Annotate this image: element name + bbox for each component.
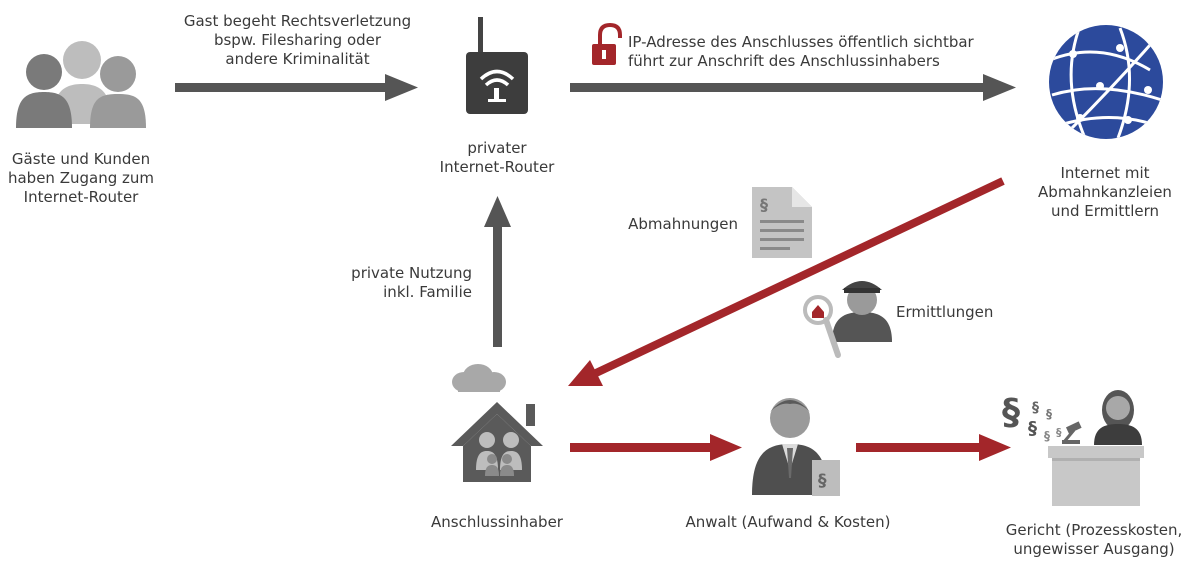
open-lock-icon xyxy=(592,22,622,65)
arrow-owner-to-router xyxy=(484,196,511,347)
owner-label: Anschlussinhaber xyxy=(431,513,563,531)
router-icon xyxy=(466,17,528,114)
lawyer-icon: § xyxy=(752,398,840,496)
svg-text:§: § xyxy=(1028,418,1037,439)
router-to-internet-label: IP-Adresse des Anschlusses öffentlich si… xyxy=(628,33,974,70)
svg-text:§: § xyxy=(1056,426,1062,439)
internet-label: Internet mit Abmahnkanzleien und Ermittl… xyxy=(1038,164,1172,220)
private-use-label: private Nutzung inkl. Familie xyxy=(351,264,472,301)
guests-label: Gäste und Kunden haben Zugang zum Intern… xyxy=(7,150,154,206)
arrow-router-to-internet xyxy=(570,74,1016,101)
lawyer-label: Anwalt (Aufwand & Kosten) xyxy=(685,513,891,531)
svg-text:§: § xyxy=(818,471,827,491)
globe-icon xyxy=(1049,25,1163,139)
svg-text:§: § xyxy=(1046,407,1052,421)
people-group-icon xyxy=(16,41,146,128)
judge-icon: § § § § § § xyxy=(1002,390,1144,506)
svg-text:§: § xyxy=(1044,429,1050,443)
arrow-guests-to-router xyxy=(175,74,418,101)
svg-text:§: § xyxy=(1032,400,1039,416)
svg-text:§: § xyxy=(1002,392,1020,433)
guest-to-router-label: Gast begeht Rechtsverletzung bspw. Files… xyxy=(183,12,412,68)
document-icon: § xyxy=(752,187,812,258)
warnings-label: Abmahnungen xyxy=(628,215,738,233)
investigations-label: Ermittlungen xyxy=(896,303,994,321)
arrow-lawyer-to-court xyxy=(856,434,1011,461)
arrow-internet-to-owner xyxy=(568,177,1005,386)
arrow-owner-to-lawyer xyxy=(570,434,742,461)
investigator-icon xyxy=(803,281,892,358)
router-label: privater Internet-Router xyxy=(439,139,555,176)
svg-text:§: § xyxy=(760,195,768,214)
house-family-icon xyxy=(451,364,543,482)
court-label: Gericht (Prozesskosten, ungewisser Ausga… xyxy=(1005,521,1183,558)
